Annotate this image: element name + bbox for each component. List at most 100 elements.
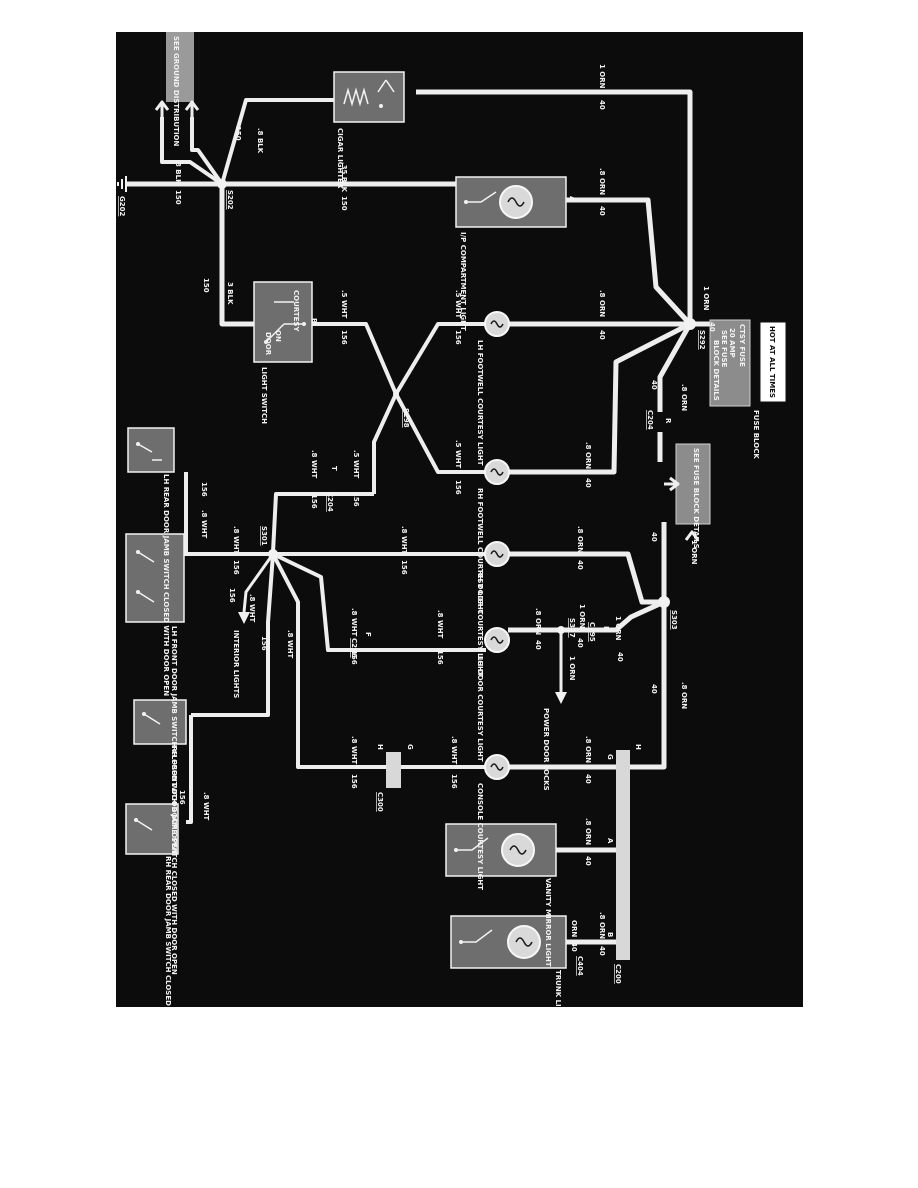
interior-lights-wire xyxy=(242,553,275,613)
wire-40-vanity: 40 xyxy=(584,856,592,866)
rh-door-label: RH DOOR COURTESY LIGHT xyxy=(476,570,484,677)
rh-footwell-wht-wire xyxy=(372,392,486,494)
fuse-block-label: FUSE BLOCK xyxy=(752,410,760,459)
ground-distribution-box xyxy=(154,32,200,117)
lh-rear-jamb-switch xyxy=(127,427,175,473)
c200-label: C200 xyxy=(614,964,622,984)
s298-c204-wire xyxy=(271,492,374,553)
console-lamp xyxy=(484,754,510,780)
light-switch-door-label: DOOR xyxy=(264,332,272,356)
wire-40-c204: 40 xyxy=(650,380,658,390)
splices xyxy=(217,179,696,634)
pin-f-c296: F xyxy=(364,632,372,637)
fuse-amp-label: 20 AMP xyxy=(728,328,736,358)
wire-1orn-lhdoor: 1 ORN xyxy=(614,616,622,641)
wire-035blk-ip: .35 BLK xyxy=(340,162,348,193)
wire-156-console: 156 xyxy=(350,774,358,789)
wire-05wht-switch: .5 WHT xyxy=(340,290,348,319)
hot-at-all-times-box xyxy=(759,321,787,403)
wire-08wht-s301: .8 WHT xyxy=(310,450,318,479)
wire-40-trunk-2: 40 xyxy=(570,942,578,952)
fuse-block-box xyxy=(709,319,751,407)
pin-g-c300: G xyxy=(406,744,414,750)
lh-rear-switch-wire xyxy=(184,472,273,556)
wire-150-ip: 150 xyxy=(340,196,348,211)
wire-08wht-lhrear: .8 WHT xyxy=(200,510,208,539)
ground-dist-wire-2 xyxy=(190,117,224,186)
wire-156-lhdoor: 156 xyxy=(436,650,444,665)
s303-label: S303 xyxy=(670,610,678,630)
s317-label: S317 xyxy=(568,618,576,638)
light-switch-on-label: ON xyxy=(274,330,282,342)
fuse-details-arrow xyxy=(664,476,680,492)
ground-g202-symbol xyxy=(117,176,127,192)
trunk-light xyxy=(450,915,567,969)
wire-08wht-rhdoor: .8 WHT xyxy=(400,526,408,555)
wire-08wht-rhrear: .8 WHT xyxy=(202,792,210,821)
g202-label: G202 xyxy=(118,196,126,216)
wire-08wht-console-2: .8 WHT xyxy=(450,736,458,765)
wire-150-ground: 150 xyxy=(174,190,182,205)
wire-08wht-console: .8 WHT xyxy=(350,736,358,765)
lh-front-switch-label: LH FRONT DOOR JAMB SWITCH CLOSED WITH DO… xyxy=(170,626,178,854)
wire-40-lhdoor: 40 xyxy=(616,652,624,662)
wire-156-rhdoor: 156 xyxy=(400,560,408,575)
light-switch-courtesy-label: COURTESY xyxy=(292,290,300,332)
wire-08orn-lhfoot: .8 ORN xyxy=(598,290,606,317)
wire-05wht-c204: .5 WHT xyxy=(352,450,360,479)
ground-dist-wire-1 xyxy=(160,117,224,186)
s298-label: S298 xyxy=(402,408,410,428)
wire-40-rhfoot: 40 xyxy=(584,478,592,488)
rh-front-jamb-switch xyxy=(133,699,187,745)
pin-b-c200: B xyxy=(606,932,614,937)
cigar-lighter-label: CIGAR LIGHTER xyxy=(336,128,344,189)
wire-1orn-top: 1 ORN xyxy=(598,64,606,89)
lh-footwell-label: LH FOOTWELL COURTESY LIGHT xyxy=(476,340,484,466)
wire-150-switch: 150 xyxy=(202,278,210,293)
c300-label: C300 xyxy=(376,792,384,812)
splice-s292 xyxy=(684,318,696,330)
wire-156-s301: 156 xyxy=(310,494,318,509)
ctsy-fuse-label: CTSY FUSE xyxy=(738,324,746,367)
block-details-label: BLOCK DETAILS xyxy=(712,340,720,401)
lh-door-label: LH DOOR COURTESY LIGHT xyxy=(476,656,484,762)
c204a-label: C204 xyxy=(646,410,654,430)
pin-t-c204: T xyxy=(330,466,338,471)
wire-156-rhfoot: 156 xyxy=(454,480,462,495)
vanity-mirror-label: VANITY MIRROR LIGHT xyxy=(544,878,552,967)
wire-40-fuse: 40 xyxy=(708,322,716,332)
c204b-label: C204 xyxy=(326,492,334,512)
wire-40-s303: 40 xyxy=(650,532,658,542)
wire-156-lhfront: 156 xyxy=(232,560,240,575)
wire-08wht-rhfront: .8 WHT xyxy=(286,630,294,659)
wire-40-console: 40 xyxy=(584,774,592,784)
light-switch-label: LIGHT SWITCH xyxy=(260,367,268,424)
hot-at-all-times-label: HOT AT ALL TIMES xyxy=(768,326,776,398)
orn-feed-wire xyxy=(416,89,693,324)
console-wht-wire xyxy=(271,553,386,769)
wire-08orn-ip: .8 ORN xyxy=(598,168,606,195)
wire-1orn-locks: 1 ORN xyxy=(568,656,576,681)
wire-3blk-ground: 3 BLK xyxy=(174,162,182,185)
light-switch xyxy=(253,281,313,363)
wire-156-console-2: 156 xyxy=(450,774,458,789)
wire-08orn-c204: .8 ORN xyxy=(680,384,688,411)
c200-orn-wire xyxy=(616,602,667,770)
wire-08orn-vanity: .8 ORN xyxy=(584,818,592,845)
rh-rear-jamb-switch xyxy=(125,803,179,855)
splice-s301 xyxy=(268,549,278,559)
wire-156-lhdoor-2: 156 xyxy=(350,650,358,665)
wire-156-switch: 156 xyxy=(340,330,348,345)
interior-lights-label: INTERIOR LIGHTS xyxy=(232,630,240,698)
wiring-diagram-panel: SEE GROUND DISTRIBUTION CIGAR LIGHTER I/… xyxy=(116,32,803,1007)
rh-footwell-orn-wire xyxy=(508,321,692,475)
rh-front-switch-label: RH FRONT DOOR JAMB SWITCH CLOSED WITH DO… xyxy=(170,746,178,975)
trunk-light-label: TRUNK LIGHT xyxy=(554,970,562,1007)
wire-08orn-trunk: .8 ORN xyxy=(598,912,606,939)
c404-label: C404 xyxy=(576,956,584,976)
splice-s317 xyxy=(557,626,565,634)
rh-door-orn-wire xyxy=(508,551,664,605)
wire-08orn-console: .8 ORN xyxy=(584,736,592,763)
wire-1orn-s317: 1 ORN xyxy=(578,604,586,629)
pin-a-ip: A xyxy=(568,196,576,202)
